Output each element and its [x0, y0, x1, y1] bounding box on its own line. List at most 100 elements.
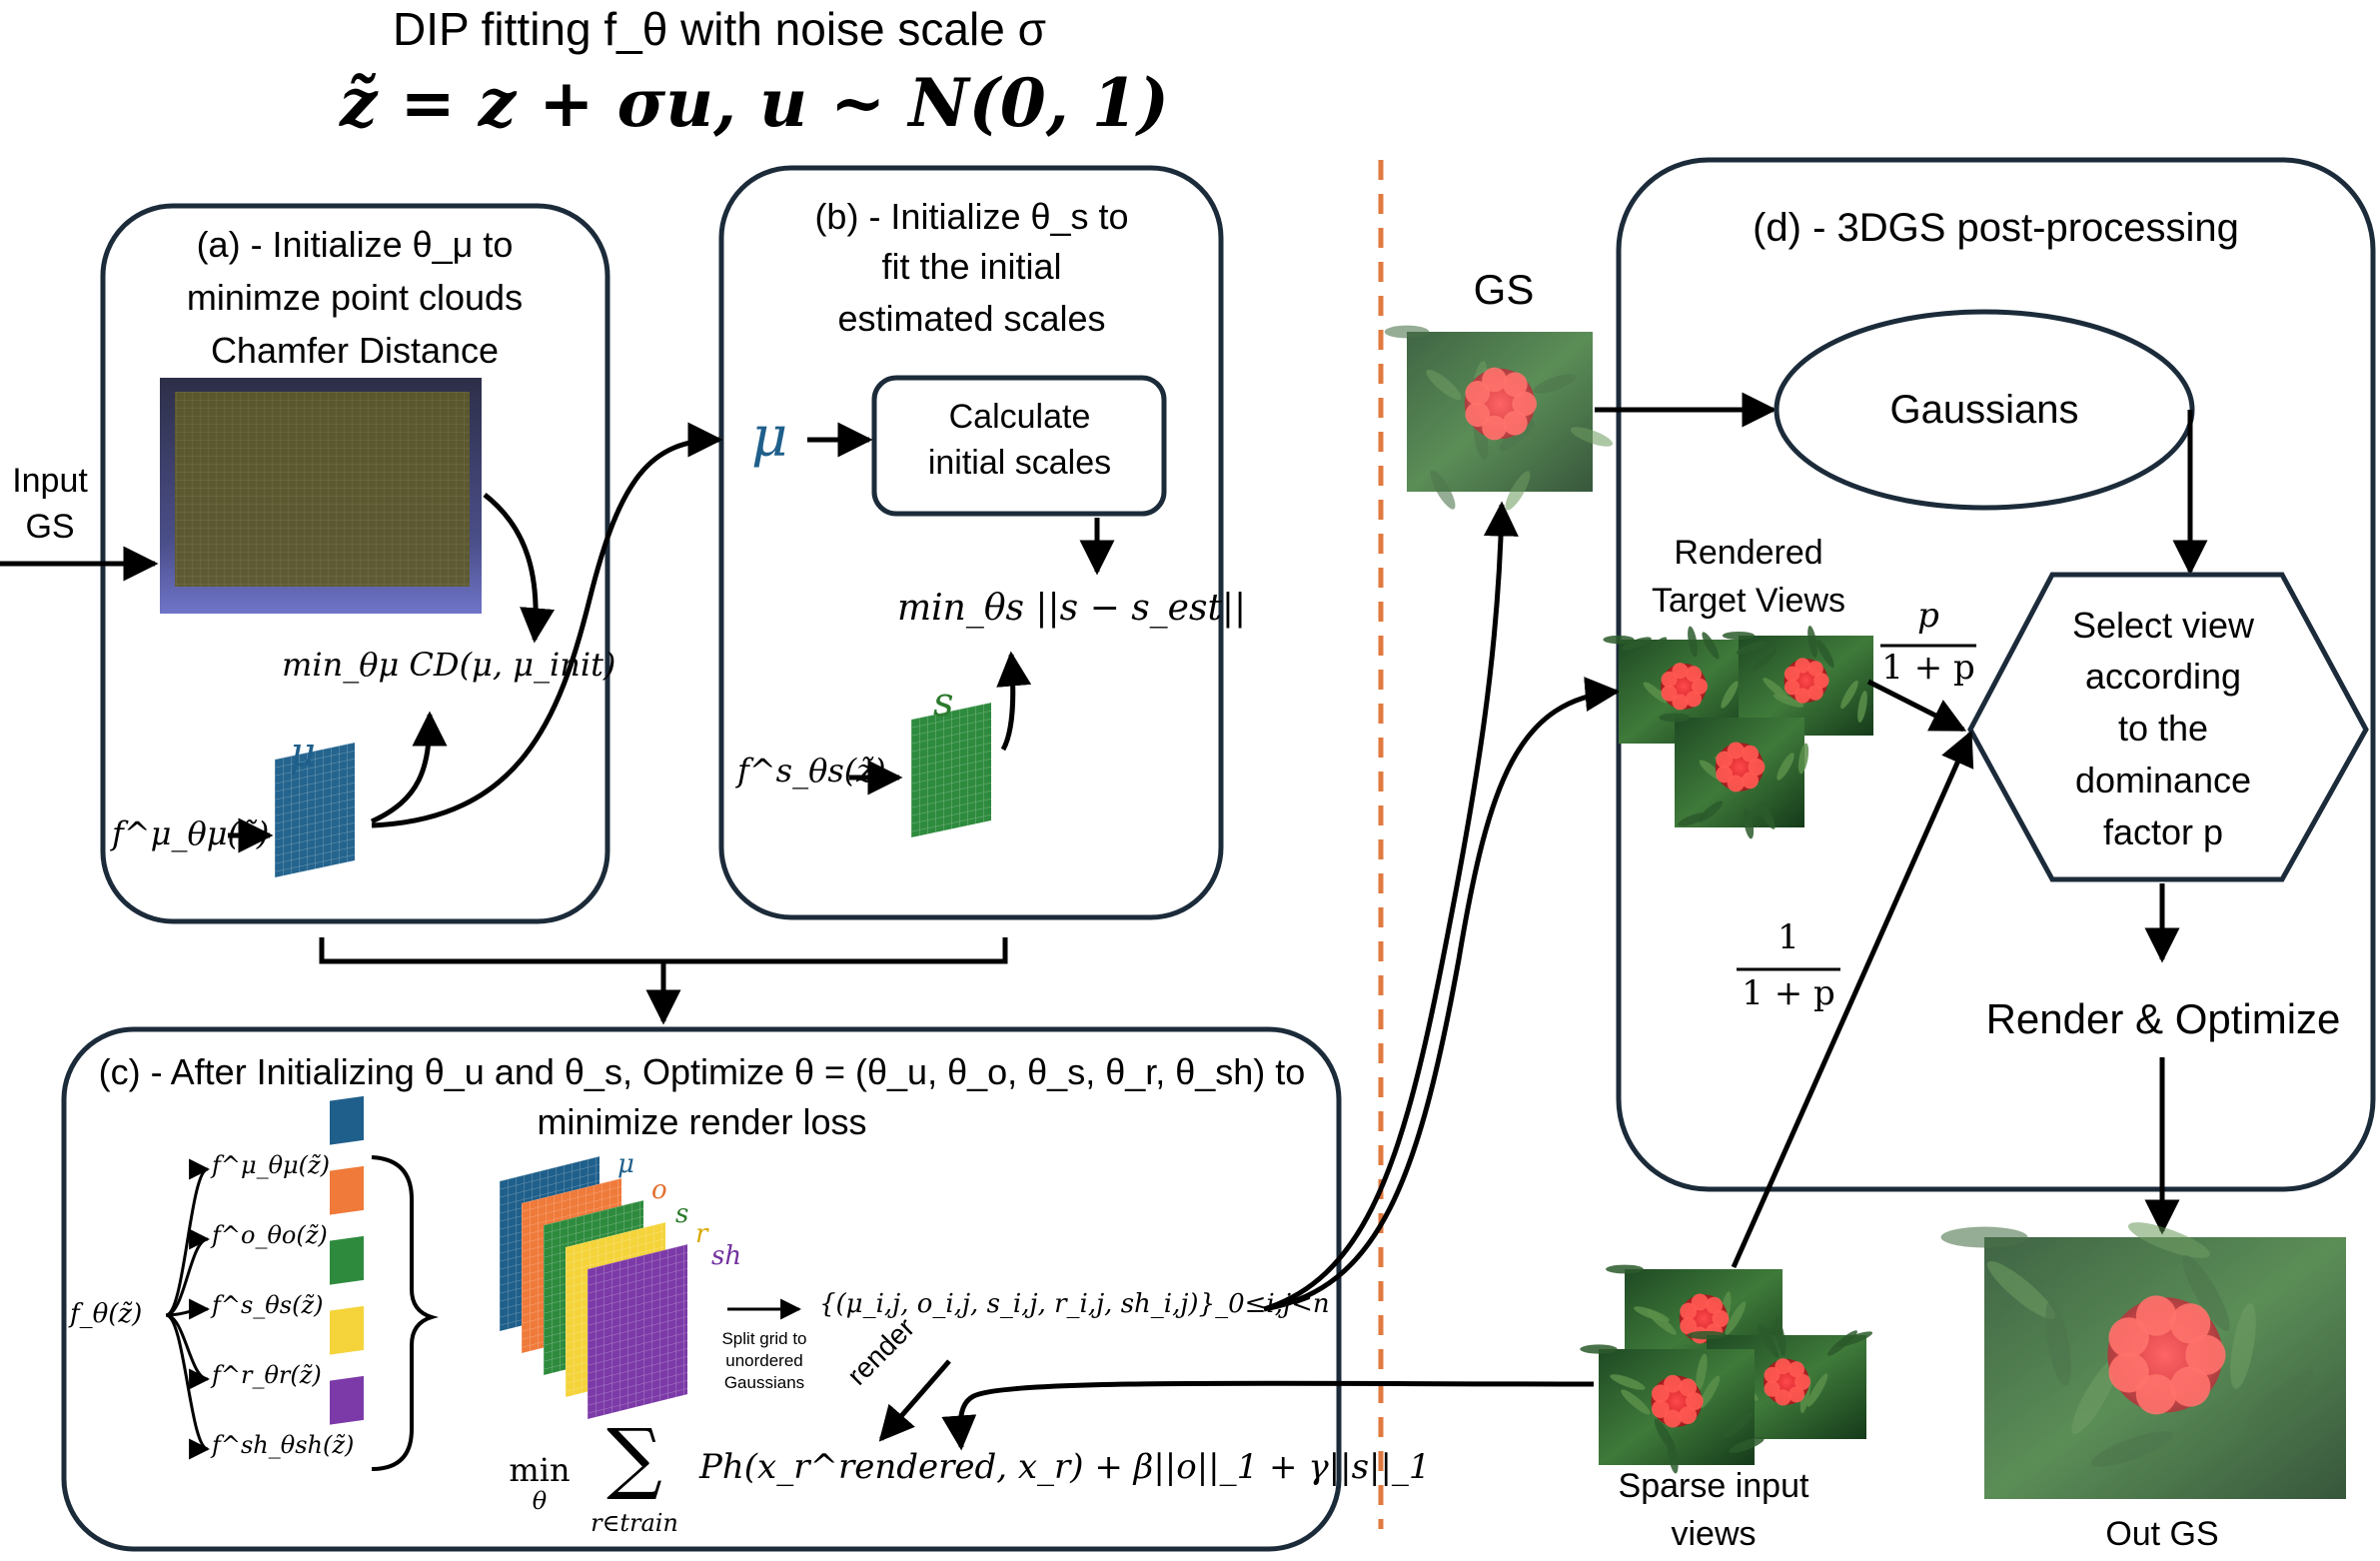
rendered-view-3-leaf — [1797, 743, 1809, 775]
rendered-view-2-leaf — [1840, 680, 1858, 710]
gs-photo-leaf — [1430, 470, 1456, 510]
sparse-view-3-petal — [1679, 1406, 1698, 1425]
swatch-r — [330, 1305, 364, 1355]
sparse-view-3 — [1580, 1344, 1765, 1474]
select-l4: dominance — [2074, 760, 2252, 800]
sparse-view-3-leaf — [1621, 1389, 1651, 1415]
out-gs-photo-leaf — [2128, 1222, 2210, 1258]
gs-label: GS — [1473, 266, 1535, 313]
out-gs-photo — [1940, 1222, 2346, 1499]
sparse-view-2-petal — [1787, 1361, 1804, 1378]
rendered-view-3-petal — [1716, 766, 1734, 783]
panel-b-box — [718, 165, 1224, 920]
sparse-view-2-petal — [1764, 1366, 1781, 1383]
stack-label-sh: sh — [711, 1241, 742, 1271]
rendered-view-1-leaf — [1721, 681, 1739, 709]
rendered-view-3-leaf — [1777, 753, 1794, 780]
sparse-view-2-petal — [1764, 1380, 1781, 1397]
panel-b-title-l1: (b) - Initialize θ_s to — [814, 196, 1129, 237]
panel-b-objective: min_θs ||s − s_est|| — [897, 588, 1247, 629]
rendered-view-2-petal — [1784, 679, 1800, 696]
select-view-hexagon — [1967, 572, 2369, 882]
rendered-view-1-petal — [1685, 666, 1702, 683]
rendered-view-1-petal — [1685, 691, 1702, 708]
header-equation: z̃ = z + σu, u ~ N(0, 1) — [340, 64, 1169, 142]
rendered-view-1-petal — [1672, 663, 1689, 680]
panel-a-objective: min_θμ CD(μ, μ_init) — [282, 646, 616, 684]
sparse-label-l1: Sparse input — [1618, 1467, 1809, 1505]
out-gs-photo-petal — [2108, 1352, 2149, 1393]
out-gs-photo-leaf — [1940, 1226, 2028, 1248]
out-gs-label: Out GS — [2105, 1515, 2219, 1553]
branch-arrow-sh — [165, 1313, 211, 1460]
branch-func-1: f^o_θo(z̃) — [212, 1221, 328, 1249]
gs-photo-leaf — [1533, 374, 1577, 394]
branch-func-0: f^μ_θμ(z̃) — [212, 1151, 331, 1179]
rendered-view-2-leaf — [1857, 691, 1867, 723]
calc-scales-box — [871, 375, 1167, 517]
set-to-gs-arrow — [1263, 501, 1519, 1312]
sparse-view-3-leaf — [1699, 1375, 1721, 1409]
input-label-l1: Input — [12, 462, 88, 500]
sparse-view-1-leaf — [1606, 1264, 1644, 1274]
gs-photo-petal — [1465, 380, 1491, 406]
panel-a-title-l3: Chamfer Distance — [210, 330, 500, 371]
stack-layer-sh — [588, 1244, 687, 1419]
panel-b-title-l3: estimated scales — [837, 298, 1106, 339]
sparse-view-3-petal — [1664, 1374, 1682, 1393]
rendered-view-1-petal — [1672, 694, 1689, 711]
sparse-view-3-petal — [1664, 1409, 1682, 1428]
calc-scales-l1: Calculate — [948, 398, 1091, 436]
rendered-view-3-petal — [1748, 759, 1766, 776]
sparse-view-2-petal — [1775, 1358, 1791, 1375]
param-grid-stack — [500, 1156, 687, 1419]
out-gs-photo-petal — [2169, 1303, 2211, 1344]
sparse-view-3-leaf — [1729, 1437, 1765, 1453]
gs-photo-haze — [1407, 332, 1593, 492]
sparse-view-3-petal — [1651, 1400, 1670, 1418]
rendered-view-2-petal — [1794, 658, 1810, 674]
split-note-l3: Gaussians — [723, 1373, 805, 1392]
sparse-view-2-petal — [1787, 1386, 1804, 1403]
swatch-mu — [330, 1095, 364, 1145]
out-gs-photo-leaf — [2045, 1300, 2071, 1386]
panel-b-title-l2: fit the initial — [881, 246, 1062, 287]
gs-photo-petal — [1482, 415, 1507, 441]
sparse-view-3-leaf — [1724, 1412, 1754, 1438]
sparse-view-2-leaf — [1806, 1373, 1828, 1407]
rendered-view-2-leaf — [1763, 678, 1788, 700]
rendered-view-3-leaf — [1678, 812, 1708, 826]
sparse-view-1-leaf — [1725, 1301, 1747, 1335]
stack-layer-grid-sh — [588, 1244, 687, 1419]
out-gs-photo-leaf — [2246, 1369, 2314, 1429]
set-expression: {(μ_i,j, o_i,j, s_i,j, r_i,j, sh_i,j)}_0… — [819, 1289, 1330, 1319]
sparse-view-1-petal — [1706, 1296, 1724, 1314]
sparse-view-2-leaf — [1827, 1330, 1857, 1356]
sparse-view-2-leaf — [1687, 1330, 1727, 1340]
select-l5: factor p — [2102, 811, 2224, 852]
rendered-view-1-leaf — [1702, 632, 1720, 660]
swatch-o — [330, 1165, 364, 1215]
sparse-view-3-leaf — [1580, 1344, 1618, 1354]
input-label-l2: GS — [25, 508, 75, 546]
rendered-view-2-petal — [1807, 661, 1823, 677]
out-gs-photo-petal — [2135, 1374, 2177, 1415]
pc-to-objective-arrow — [483, 493, 556, 644]
branch-func-3: f^r_θr(z̃) — [212, 1361, 322, 1389]
sparse-view-3-petal — [1651, 1384, 1670, 1403]
p-frac-den: 1 + p — [1881, 648, 1975, 688]
mu-grid-a — [275, 742, 355, 877]
gs-photo-petal — [1512, 391, 1537, 417]
gs-photo-petal — [1465, 402, 1491, 428]
rendered-label-l2: Target Views — [1651, 582, 1846, 620]
render-arrow — [878, 1359, 951, 1442]
gs-image — [1384, 325, 1614, 511]
stack-label-mu: μ — [617, 1149, 634, 1179]
sparse-view-2-petal — [1794, 1373, 1811, 1390]
gs-photo-leaf — [1570, 427, 1614, 447]
sparse-view-3-leaf — [1696, 1353, 1708, 1391]
s-grid-b — [911, 702, 991, 837]
rendered-view-3-petal — [1727, 742, 1745, 760]
out-gs-photo-petal — [2135, 1295, 2177, 1336]
